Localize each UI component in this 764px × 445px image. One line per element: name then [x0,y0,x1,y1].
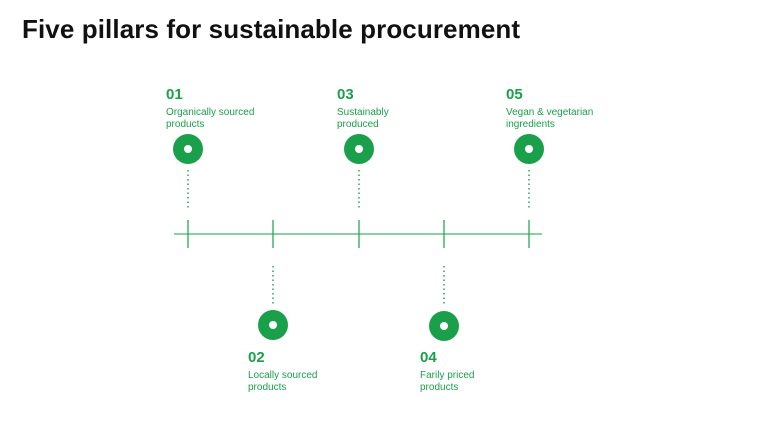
pillar-01: 01 Organically sourced products [166,86,276,131]
pillar-number: 03 [337,86,354,103]
pillar-number: 01 [166,86,183,103]
pillar-label: Organically sourced products [166,107,255,130]
ring-marker-02 [258,310,288,340]
pillar-number: 04 [420,349,437,366]
pillar-label: Sustainably produced [337,107,389,130]
pillar-03: 03 Sustainably produced [337,86,447,131]
ring-marker-05 [514,134,544,164]
pillar-label: Farily priced products [420,370,475,393]
pillar-04: 04 Farily priced products [420,349,530,394]
pillar-02: 02 Locally sourced products [248,349,358,394]
ring-marker-04 [429,311,459,341]
page-title: Five pillars for sustainable procurement [22,14,521,44]
pillar-label: Vegan & vegetarian ingredients [506,107,594,130]
ring-marker-03 [344,134,374,164]
ring-marker-01 [173,134,203,164]
pillar-05: 05 Vegan & vegetarian ingredients [506,86,616,131]
pillar-label: Locally sourced products [248,370,318,393]
pillar-number: 02 [248,349,265,366]
pillar-number: 05 [506,86,523,103]
